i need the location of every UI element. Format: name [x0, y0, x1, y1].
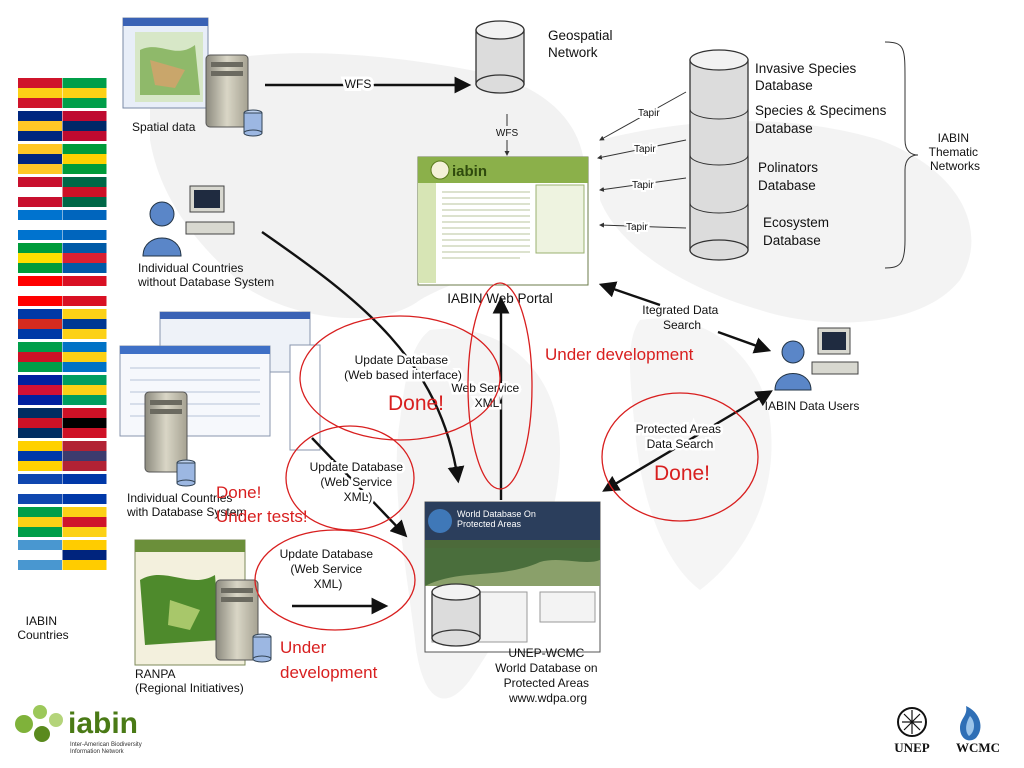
country-flag — [62, 375, 107, 405]
ranpa-server — [215, 579, 272, 663]
status-ellipse-ws-ranpa — [254, 529, 416, 631]
country-flag — [62, 111, 107, 141]
status-done-web-based: Done! — [388, 392, 444, 415]
iabin-web-portal-screenshot: iabin — [417, 156, 589, 286]
country-flag — [18, 243, 62, 273]
arrow-search-to-users — [717, 330, 772, 354]
wfs-top-label: WFS — [345, 77, 372, 91]
country-flag — [18, 276, 62, 306]
protected-search-label: Protected Areas Data Search — [636, 422, 725, 451]
status-done-under-tests: Done! Under tests! — [216, 483, 308, 526]
status-ellipse-web-based — [299, 315, 501, 441]
ranpa-label: RANPA (Regional Initiatives) — [135, 667, 244, 695]
country-flag — [18, 441, 62, 471]
status-ellipse-web-service — [467, 282, 533, 490]
status-under-development-1: Under development — [545, 345, 694, 364]
country-flag — [18, 309, 62, 339]
country-flag — [18, 507, 62, 537]
spatial-data-label: Spatial data — [132, 120, 196, 134]
iabin-logo: iabin Inter-American Biodiversity Inform… — [15, 705, 143, 755]
arrow-search-to-portal — [598, 281, 661, 307]
wcmc-database — [431, 583, 481, 647]
integrated-search-label: Itegrated Data Search — [642, 303, 721, 332]
wfs-down-label: WFS — [496, 128, 519, 139]
country-flag — [18, 111, 62, 141]
svg-text:World Database On Protec: World Database On Protected Areas — [457, 509, 538, 529]
country-flag — [18, 177, 62, 207]
individual-no-db-label: Individual Countries without Database Sy… — [137, 261, 274, 289]
thematic-databases — [689, 49, 749, 261]
tapir-label-4: Tapir — [626, 222, 648, 233]
update-ws-2-label: Update Database (Web Service XML) — [280, 547, 377, 591]
country-flag — [62, 342, 107, 372]
arrow-protected-areas-search — [602, 390, 773, 492]
iabin-data-users-label: IABIN Data Users — [765, 399, 860, 413]
country-flag — [62, 309, 107, 339]
status-ellipse-ws-db — [285, 425, 415, 531]
geospatial-network-label: Geospatial Network — [548, 28, 616, 60]
update-web-based-label: Update Database (Web based interface) — [344, 353, 462, 382]
spatial-data-screenshot — [122, 17, 209, 109]
country-flag — [18, 210, 62, 240]
wcmc-logo: WCMC — [956, 706, 1000, 755]
iabin-countries-flags — [18, 78, 107, 570]
thematic-networks-label: IABIN Thematic Networks — [929, 131, 982, 173]
svg-text:WCMC: WCMC — [956, 740, 1000, 755]
wcmc-caption: UNEP-WCMC World Database on Protected Ar… — [495, 646, 601, 705]
tapir-label-3: Tapir — [632, 180, 654, 191]
status-done-protected: Done! — [654, 462, 710, 485]
country-flag — [62, 243, 107, 273]
country-flag — [62, 441, 107, 471]
iabin-data-users-icon — [774, 327, 859, 391]
individual-db-server — [144, 391, 196, 487]
spatial-data-server — [205, 54, 263, 137]
country-flag — [62, 210, 107, 240]
tapir-label-1: Tapir — [638, 108, 660, 119]
country-flag — [62, 474, 107, 504]
geospatial-network-db — [475, 20, 525, 94]
country-flag — [18, 540, 62, 570]
country-flag — [18, 408, 62, 438]
country-flag — [62, 540, 107, 570]
country-flag — [18, 375, 62, 405]
svg-text:Inter-American Biodiversity: Inter-American Biodiversity Information … — [70, 742, 143, 755]
country-flag — [62, 408, 107, 438]
status-under-development-2: Under development — [280, 638, 378, 682]
country-flag — [62, 78, 107, 108]
iabin-countries-label: IABIN Countries — [17, 614, 68, 642]
thematic-networks-brace — [884, 41, 919, 269]
country-flag — [18, 78, 62, 108]
arrow-user-to-wcmc — [261, 231, 465, 484]
country-flag — [62, 507, 107, 537]
country-flag — [62, 177, 107, 207]
individual-db-label: Individual Countries with Database Syste… — [126, 491, 246, 519]
country-flag — [18, 144, 62, 174]
user-without-db-icon — [142, 185, 235, 257]
status-ellipse-protected — [601, 392, 759, 522]
country-flag — [62, 276, 107, 306]
update-ws-1-label: Update Database (Web Service XML) — [310, 460, 407, 504]
tapir-label-2: Tapir — [634, 144, 656, 155]
country-flag — [18, 474, 62, 504]
country-flag — [18, 342, 62, 372]
unep-logo: UNEP — [894, 707, 930, 755]
svg-text:UNEP: UNEP — [894, 740, 929, 755]
svg-text:iabin: iabin — [68, 707, 138, 740]
country-flag — [62, 144, 107, 174]
tapir-arrows — [597, 91, 687, 229]
portal-brand: iabin — [452, 163, 487, 180]
